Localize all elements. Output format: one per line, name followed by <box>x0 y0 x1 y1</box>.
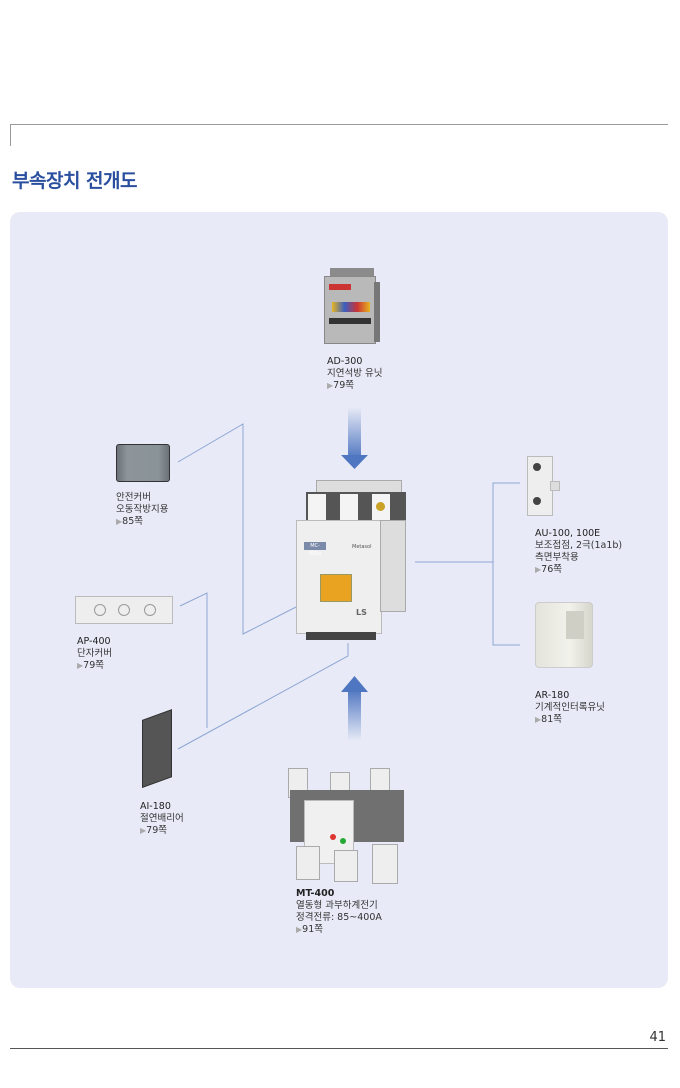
ai180-label: AI-180 절연배리어 ▶79쪽 <box>140 801 184 836</box>
mt400-image <box>288 760 408 886</box>
page-ref-triangle-icon: ▶ <box>327 381 334 390</box>
contactor-series: Metasol <box>352 544 372 550</box>
ai180-page-link[interactable]: 79쪽 <box>146 825 167 836</box>
safety-cover-page-link[interactable]: 85쪽 <box>122 516 143 527</box>
section-title: 부속장치 전개도 <box>12 170 137 192</box>
ap400-label: AP-400 단자커버 ▶79쪽 <box>77 636 112 671</box>
page-ref-triangle-icon: ▶ <box>140 826 147 835</box>
page-ref-triangle-icon: ▶ <box>116 517 123 526</box>
au100-label: AU-100, 100E 보조접점, 2극(1a1b) 측면부착용 ▶76쪽 <box>535 528 623 575</box>
contactor-image: MC-400a Metasol LS <box>296 480 416 640</box>
ap400-image <box>75 596 173 624</box>
page-ref-triangle-icon: ▶ <box>296 925 303 934</box>
ar180-image <box>535 602 593 668</box>
au100-image <box>527 456 560 516</box>
ad300-image <box>324 268 380 346</box>
ar180-label: AR-180 기계적인터록유닛 ▶81쪽 <box>535 690 605 725</box>
au100-page-link[interactable]: 76쪽 <box>541 564 562 575</box>
ap400-page-link[interactable]: 79쪽 <box>83 660 104 671</box>
contactor-model-badge: MC-400a <box>304 542 326 557</box>
mt400-label: MT-400 열동형 과부하계전기 정격전류: 85~400A ▶91쪽 <box>296 888 382 935</box>
page-ref-triangle-icon: ▶ <box>77 661 84 670</box>
ad300-page-link[interactable]: 79쪽 <box>333 380 354 391</box>
top-rule-tick <box>10 124 11 146</box>
ad300-label: AD-300 지연석방 유닛 ▶79쪽 <box>327 356 383 391</box>
safety-cover-image <box>116 444 170 482</box>
mt400-page-link[interactable]: 91쪽 <box>302 924 323 935</box>
page-number: 41 <box>649 1030 666 1045</box>
safety-cover-label: 안전커버 오동작방지용 ▶85쪽 <box>116 492 169 527</box>
footer-rule <box>10 1048 668 1049</box>
arrow-up-icon <box>341 676 368 741</box>
page-ref-triangle-icon: ▶ <box>535 715 542 724</box>
top-rule <box>10 124 668 125</box>
ar180-page-link[interactable]: 81쪽 <box>541 714 562 725</box>
arrow-down-icon <box>341 407 368 469</box>
page-ref-triangle-icon: ▶ <box>535 565 542 574</box>
ai180-image <box>142 709 172 788</box>
ls-logo: LS <box>356 608 367 617</box>
